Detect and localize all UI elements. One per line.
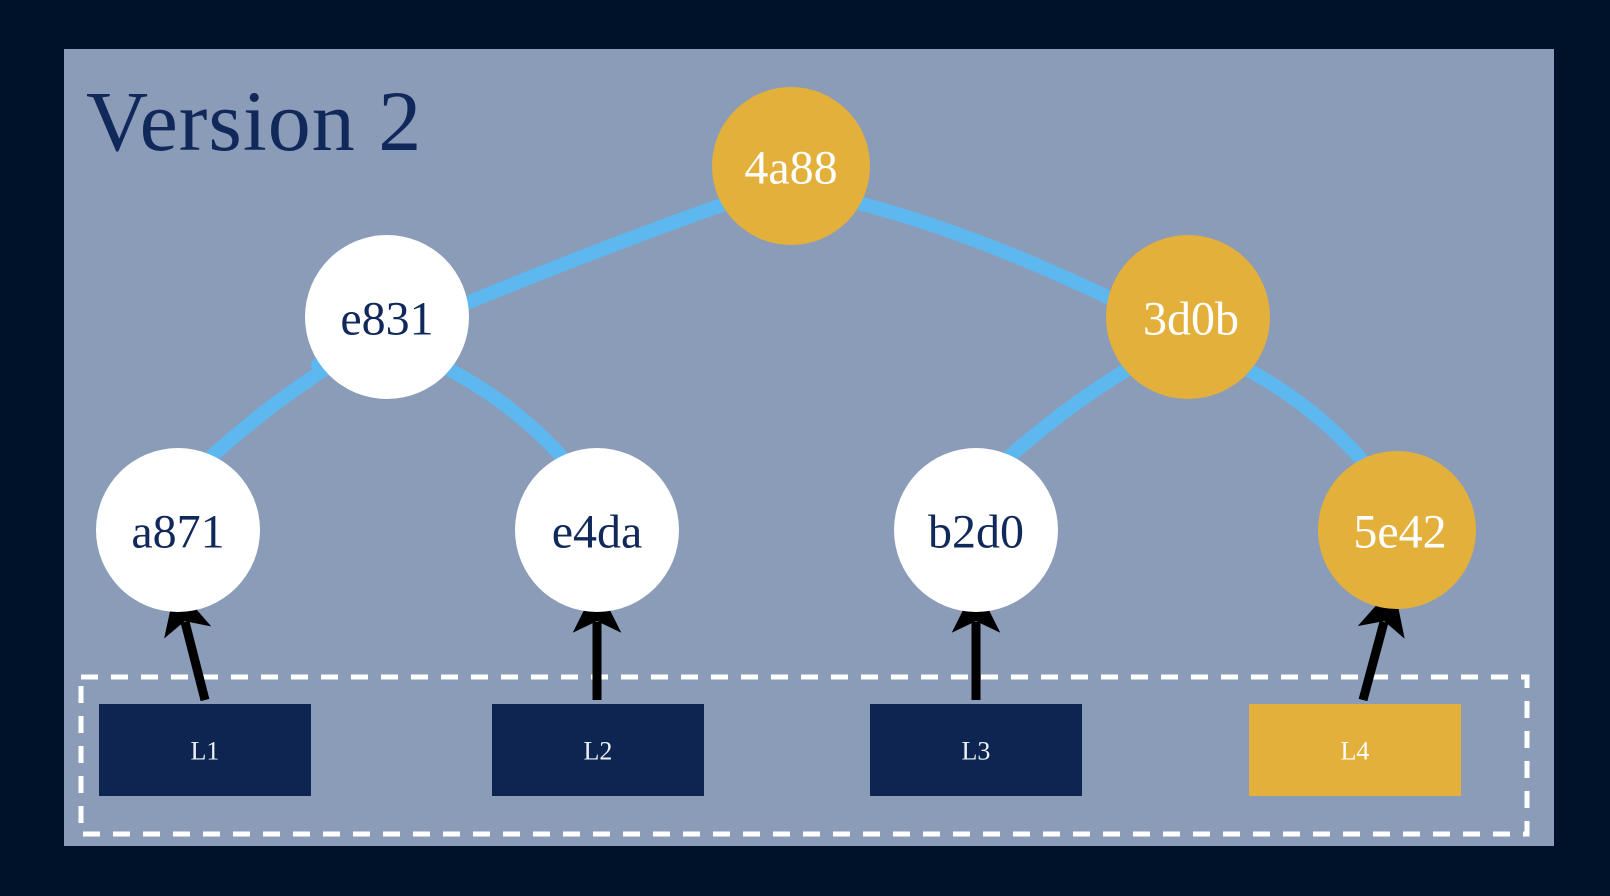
leaf-L1[interactable]: L1 xyxy=(99,704,311,796)
node-e831-label: e831 xyxy=(340,293,433,346)
node-5e42-label: 5e42 xyxy=(1353,506,1446,559)
page-title: Version 2 xyxy=(86,73,423,169)
node-4a88[interactable]: 4a88 xyxy=(712,87,870,245)
leaf-arrows xyxy=(164,584,1405,702)
node-5e42-circle[interactable] xyxy=(1318,451,1476,609)
node-5e42[interactable]: 5e42 xyxy=(1318,451,1476,609)
link-e831-to-a871 xyxy=(205,361,334,463)
node-3d0b-label: 3d0b xyxy=(1143,293,1239,346)
leaf-L3-label: L3 xyxy=(962,737,991,766)
tree-nodes: 4a88 e831 3d0b a871 e4da b2d0 xyxy=(96,87,1476,612)
leaf-L2[interactable]: L2 xyxy=(492,704,704,796)
node-3d0b-circle[interactable] xyxy=(1106,235,1270,399)
leaf-L2-rect[interactable] xyxy=(492,704,704,796)
node-e4da-label: e4da xyxy=(552,506,643,559)
node-b2d0-circle[interactable] xyxy=(894,448,1058,612)
leaf-L4-label: L4 xyxy=(1341,737,1370,766)
node-e831[interactable]: e831 xyxy=(305,235,469,399)
leaf-group-border xyxy=(78,674,1530,837)
leaf-L3-rect[interactable] xyxy=(870,704,1082,796)
node-a871-label: a871 xyxy=(131,506,224,559)
leaf-L1-rect[interactable] xyxy=(99,704,311,796)
node-e4da[interactable]: e4da xyxy=(515,448,679,612)
leaf-L1-label: L1 xyxy=(191,737,220,766)
link-3d0b-to-b2d0 xyxy=(1003,362,1135,463)
arrow-L4-to-5e42 xyxy=(1357,585,1405,702)
node-4a88-circle[interactable] xyxy=(712,87,870,245)
node-e831-circle[interactable] xyxy=(305,235,469,399)
link-3d0b-to-5e42 xyxy=(1243,364,1369,467)
node-b2d0-label: b2d0 xyxy=(928,506,1024,559)
link-e831-to-e4da xyxy=(443,363,570,465)
leaf-L2-label: L2 xyxy=(584,737,613,766)
node-b2d0[interactable]: b2d0 xyxy=(894,448,1058,612)
leaf-L4-rect[interactable] xyxy=(1249,704,1461,796)
node-a871[interactable]: a871 xyxy=(96,448,260,612)
leaf-L3[interactable]: L3 xyxy=(870,704,1082,796)
arrow-L1-to-a871 xyxy=(164,585,212,702)
node-3d0b[interactable]: 3d0b xyxy=(1106,235,1270,399)
leaf-boxes: L1 L2 L3 L4 xyxy=(99,704,1461,796)
node-a871-circle[interactable] xyxy=(96,448,260,612)
node-4a88-label: 4a88 xyxy=(744,142,837,195)
node-e4da-circle[interactable] xyxy=(515,448,679,612)
leaf-L4[interactable]: L4 xyxy=(1249,704,1461,796)
